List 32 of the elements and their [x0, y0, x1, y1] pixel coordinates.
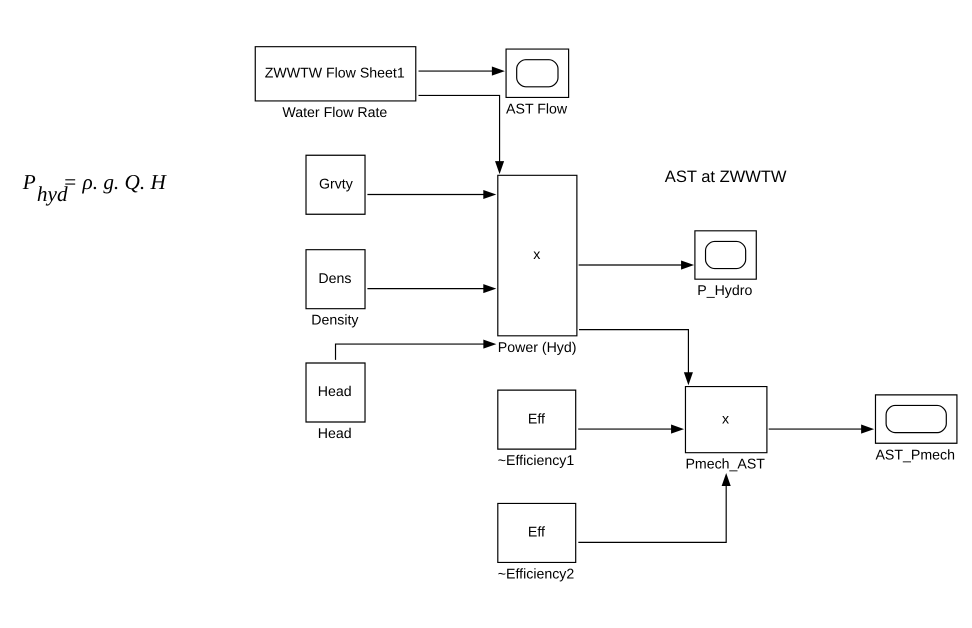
node-box: [694, 230, 757, 280]
arrow: [418, 94, 504, 174]
node-label: ~Efficiency1: [498, 453, 574, 470]
node-box: Grvty: [305, 154, 366, 215]
node-box: Eff: [497, 390, 576, 450]
arrow: [578, 424, 684, 434]
node-box: Head: [305, 362, 366, 423]
node-label: Water Flow Rate: [282, 105, 388, 122]
node-label: Density: [311, 312, 359, 329]
node-box: ZWWTW Flow Sheet1: [254, 46, 416, 102]
node-box: [874, 394, 958, 444]
node-box: x: [684, 386, 768, 454]
node-label: P_Hydro: [697, 283, 752, 300]
label: AST at ZWWTW: [664, 167, 787, 186]
node-label: Pmech_AST: [685, 456, 765, 473]
arrow: [768, 424, 874, 434]
node-box: Dens: [305, 249, 366, 310]
node-label: ~Efficiency2: [498, 566, 574, 582]
node-label: Head: [318, 426, 352, 442]
node-label: AST_Pmech: [875, 447, 955, 464]
node-label: AST Flow: [506, 101, 568, 118]
arrow: [579, 329, 693, 386]
node-box: [505, 48, 570, 98]
node-box: Eff: [497, 502, 576, 564]
node-label: Power (Hyd): [498, 340, 576, 356]
arrow: [578, 473, 731, 543]
node-box: x: [497, 174, 578, 336]
arrow: [367, 284, 496, 294]
arrow: [418, 66, 505, 76]
arrow: [334, 340, 496, 360]
arrow: [578, 260, 694, 270]
arrow: [367, 190, 496, 200]
